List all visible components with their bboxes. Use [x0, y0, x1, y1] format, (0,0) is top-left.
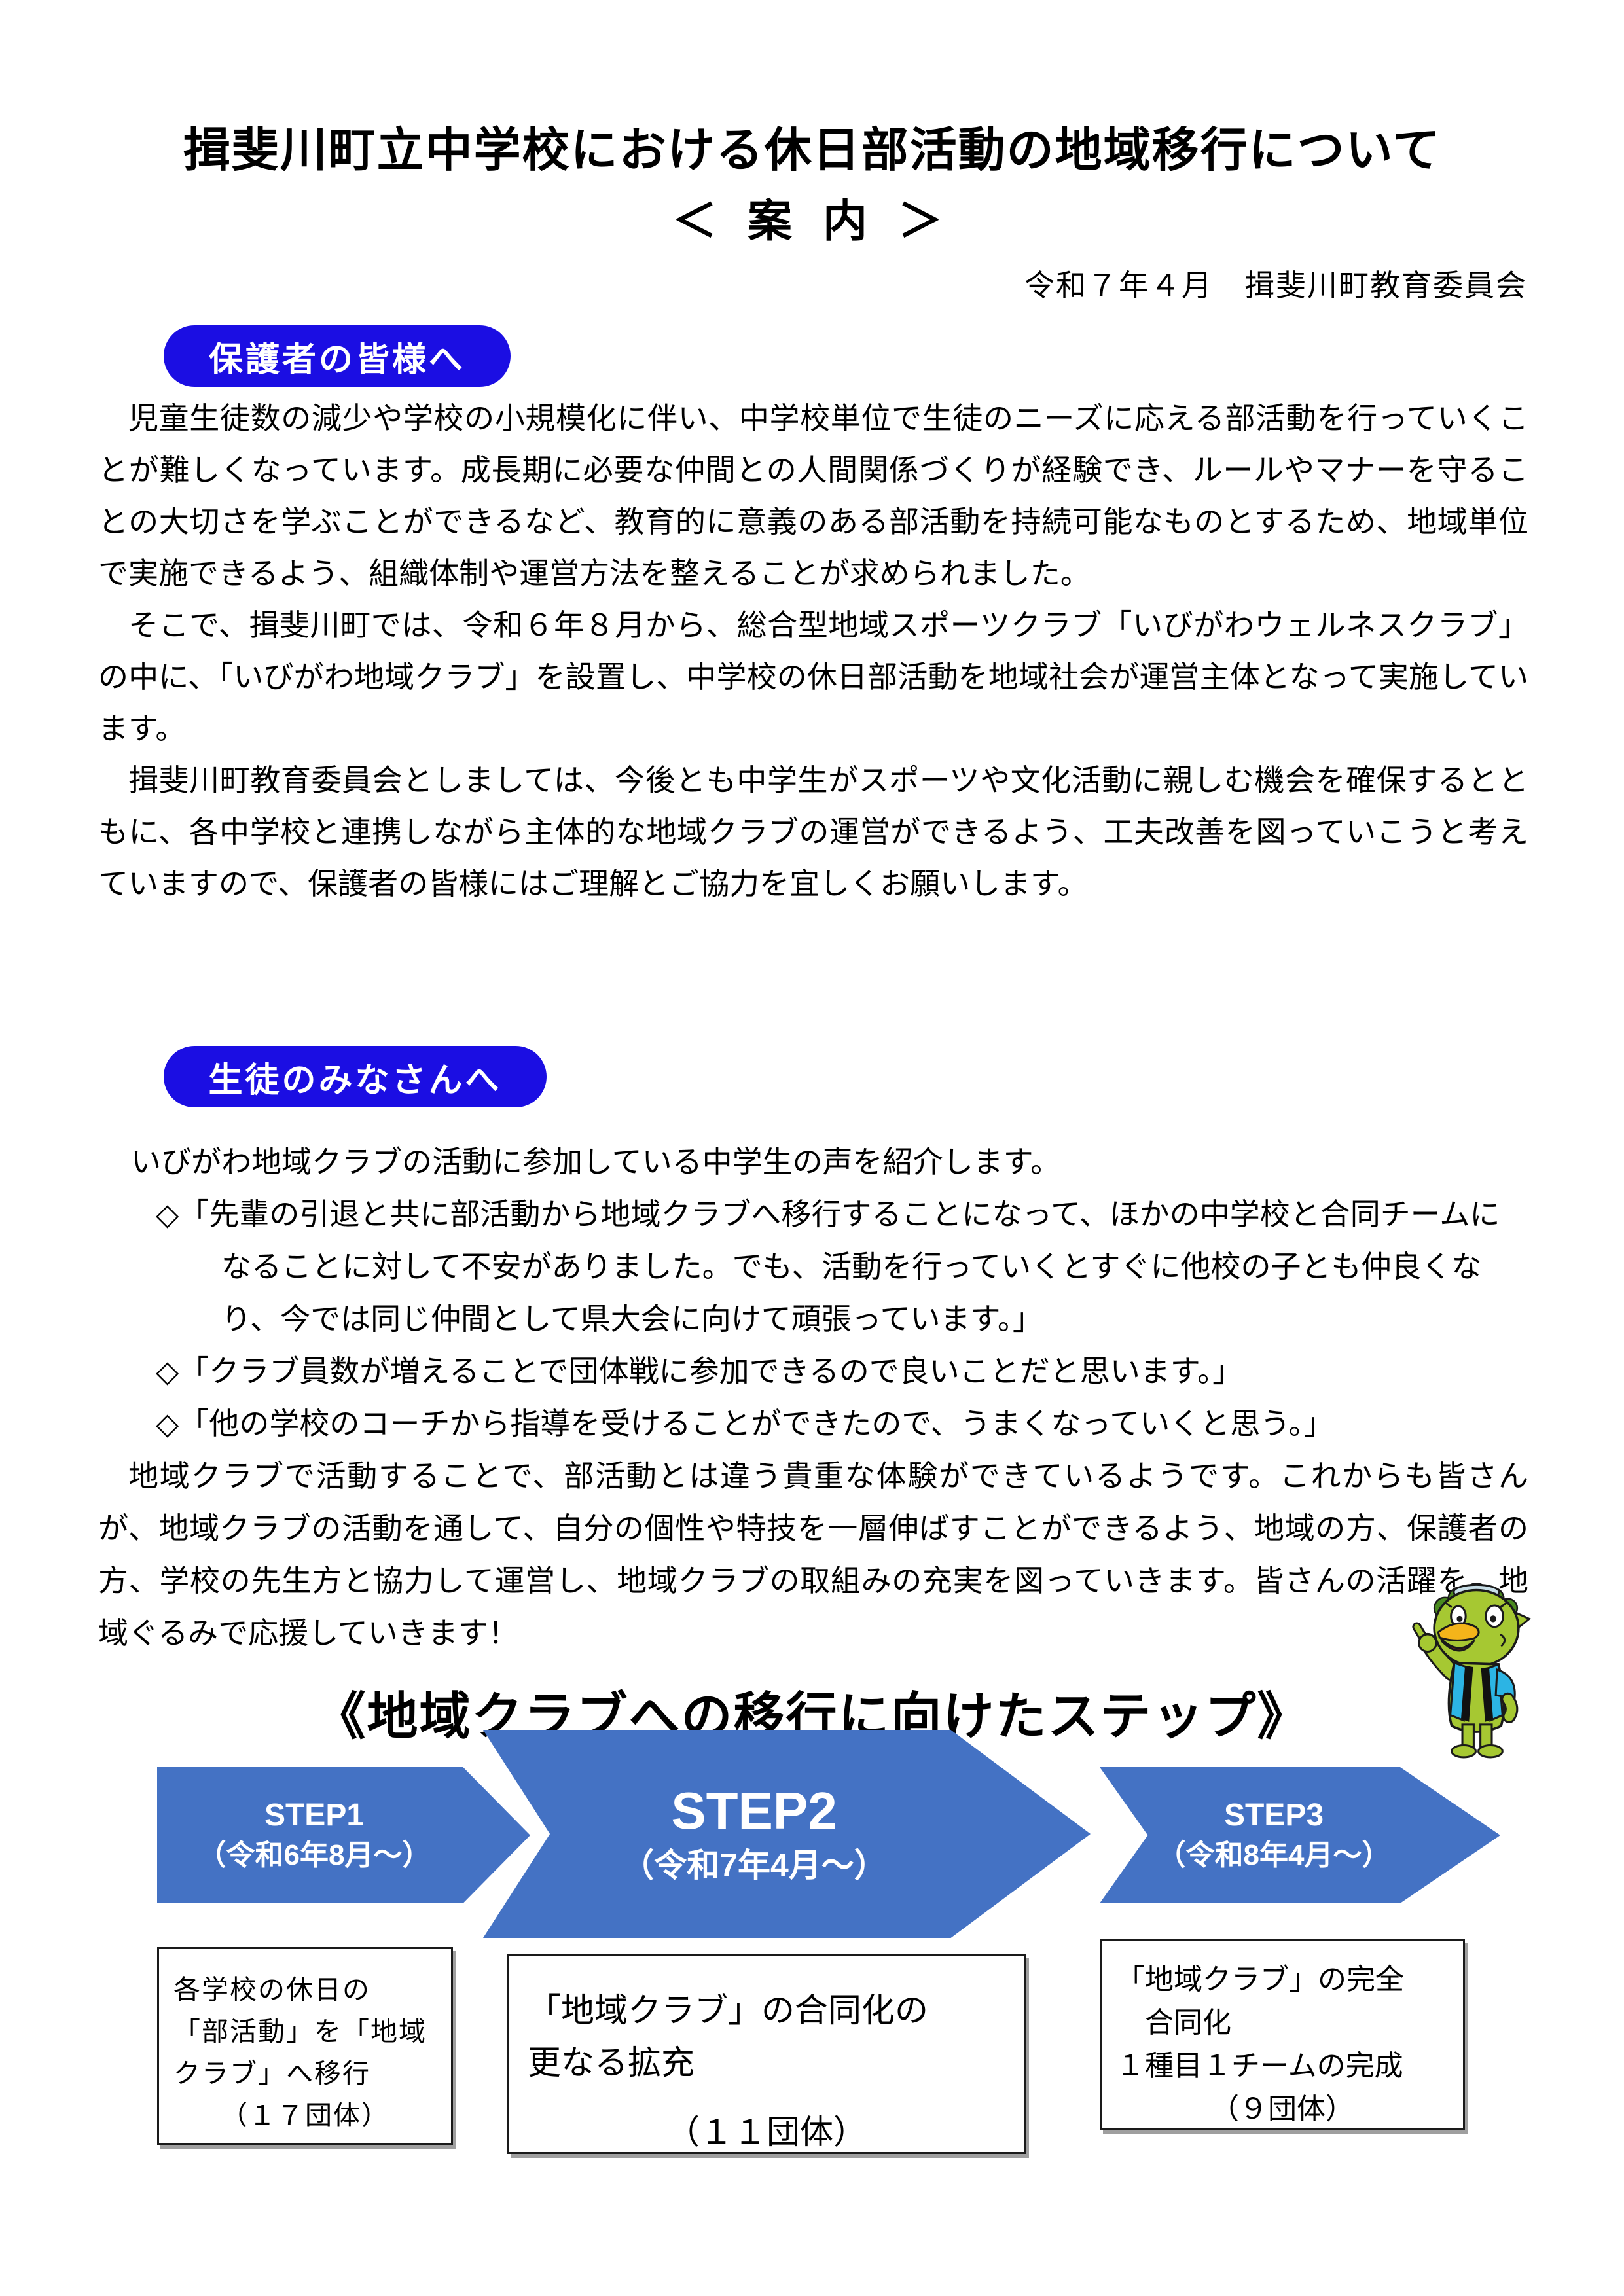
- parents-section-badge: 保護者の皆様へ: [164, 325, 511, 387]
- student-quote: ◇「他の学校のコーチから指導を受けることができたので、うまくなっていくと思う。」: [156, 1407, 1334, 1441]
- step2-arrow: STEP2 （令和7年4月～）: [483, 1730, 1091, 1938]
- step1-period: （令和6年8月～）: [197, 1839, 431, 1871]
- student-quote: ◇「クラブ員数が増えることで団体戦に参加できるので良いことだと思います。」: [156, 1354, 1243, 1388]
- date-and-author-line: 令和７年４月 揖斐川町教育委員会: [1024, 268, 1527, 302]
- parents-badge-label: 保護者の皆様へ: [208, 340, 465, 379]
- step3-arrow: STEP3 （令和8年4月～）: [1100, 1767, 1500, 1903]
- parents-paragraph: 児童生徒数の減少や学校の小規模化に伴い、中学校単位で生徒のニーズに応える部活動を…: [98, 401, 1528, 590]
- students-badge-label: 生徒のみなさんへ: [208, 1061, 502, 1100]
- step3-box-line: １種目１チームの完成: [1116, 2050, 1403, 2082]
- step2-period: （令和7年4月～）: [621, 1847, 887, 1884]
- student-quote: ◇「先輩の引退と共に部活動から地域クラブへ移行することになって、ほかの中学校と合…: [156, 1197, 1500, 1336]
- step3-label: STEP3: [1223, 1798, 1324, 1833]
- step1-description-box: 各学校の休日の 「部活動」を「地域 クラブ」へ移行 （１７団体）: [157, 1947, 453, 2145]
- kappa-mascot-icon: [1412, 1582, 1532, 1759]
- parents-section-body: 児童生徒数の減少や学校の小規模化に伴い、中学校単位で生徒のニーズに応える部活動を…: [98, 393, 1528, 910]
- step1-label: STEP1: [264, 1798, 365, 1833]
- students-section-body: いびがわ地域クラブの活動に参加している中学生の声を紹介します。 ◇「先輩の引退と…: [98, 1136, 1528, 1659]
- step3-box-count: （９団体）: [1210, 2093, 1354, 2125]
- step2-description-box: 「地域クラブ」の合同化の 更なる拡充 （１１団体）: [507, 1954, 1026, 2154]
- step3-description-box: 「地域クラブ」の完全 合同化 １種目１チームの完成 （９団体）: [1100, 1939, 1465, 2130]
- step1-arrow: STEP1 （令和6年8月～）: [157, 1767, 530, 1903]
- students-intro-line: いびがわ地域クラブの活動に参加している中学生の声を紹介します。: [131, 1145, 1061, 1179]
- step1-box-line: 各学校の休日の: [173, 1975, 370, 2005]
- step3-period: （令和8年4月～）: [1157, 1839, 1391, 1871]
- step1-box-count: （１７団体）: [221, 2100, 389, 2130]
- step1-box-line: 「部活動」を「地域: [173, 2017, 427, 2047]
- step3-box-line: 「地域クラブ」の完全: [1116, 1964, 1404, 1996]
- step2-box-line: 「地域クラブ」の合同化の: [528, 1992, 929, 2029]
- step2-box-line: 更なる拡充: [528, 2044, 695, 2081]
- page-title: 揖斐川町立中学校における休日部活動の地域移行について: [183, 124, 1441, 177]
- step1-box-line: クラブ」へ移行: [173, 2058, 370, 2089]
- parents-paragraph: 揖斐川町教育委員会としましては、今後とも中学生がスポーツや文化活動に親しむ機会を…: [98, 763, 1528, 901]
- step3-box-line: 合同化: [1145, 2007, 1231, 2039]
- parents-paragraph: そこで、揖斐川町では、令和６年８月から、総合型地域スポーツクラブ「いびがわウェル…: [98, 608, 1528, 745]
- page-subtitle: ＜ 案 内 ＞: [672, 196, 952, 246]
- students-closing-paragraph: 地域クラブで活動することで、部活動とは違う貴重な体験ができているようです。これか…: [98, 1459, 1528, 1650]
- step2-box-count: （１１団体）: [666, 2113, 867, 2151]
- step2-label: STEP2: [671, 1782, 837, 1840]
- students-section-badge: 生徒のみなさんへ: [164, 1046, 547, 1107]
